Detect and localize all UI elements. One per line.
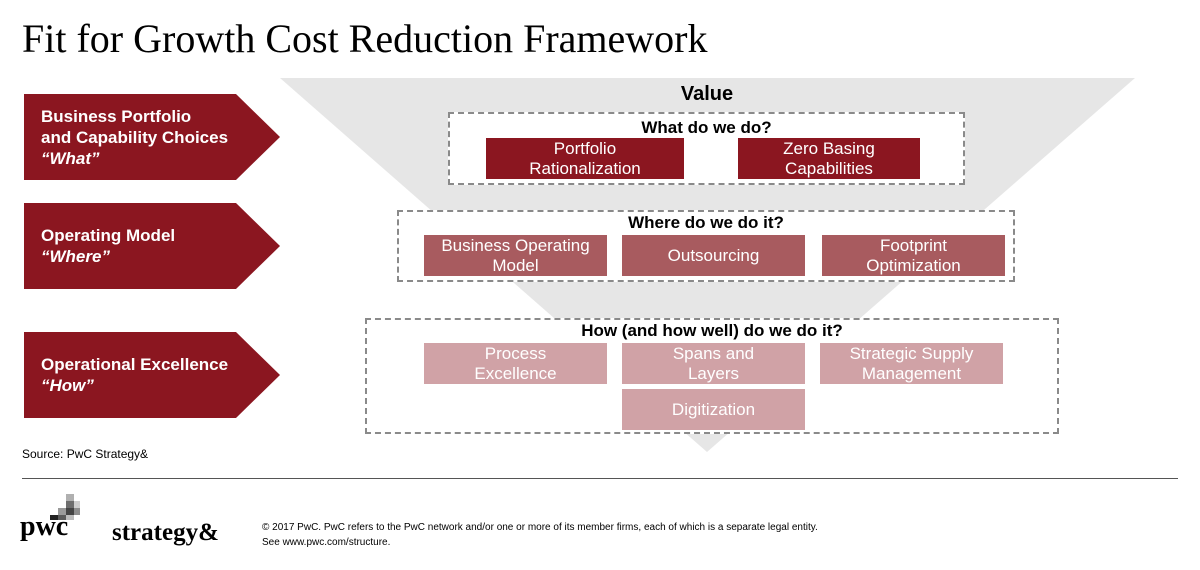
legal-notice: © 2017 PwC. PwC refers to the PwC networ… (262, 520, 818, 550)
box-line: Digitization (671, 399, 756, 419)
chevron-what: Business Portfolio and Capability Choice… (24, 94, 282, 180)
box-line: Excellence (474, 363, 557, 383)
chevron-where-line-1: Operating Model (41, 226, 176, 245)
chevron-how-line-1: Operational Excellence (41, 355, 229, 374)
chevron-how: Operational Excellence “How” (24, 332, 282, 418)
box-line: Business Operating (441, 235, 590, 255)
box-line: Outsourcing (667, 245, 760, 265)
chevron-what-line-1: Business Portfolio (41, 106, 192, 126)
chevron-how-sub: “How” (41, 376, 94, 395)
box-line: Capabilities (785, 158, 873, 178)
funnel-label: Value (680, 83, 734, 105)
chevron-shape (24, 203, 280, 289)
source-note: Source: PwC Strategy& (22, 447, 149, 461)
box-line: Process (484, 343, 547, 363)
chevron-what-sub: “What” (41, 148, 100, 168)
group-where-question: Where do we do it? (628, 213, 784, 232)
box-line: Footprint (879, 235, 948, 255)
pwc-logo-mark (50, 494, 80, 520)
group-what-question: What do we do? (641, 118, 772, 137)
pwc-logo: pwc (20, 511, 69, 542)
strategy-logo: strategy& (112, 519, 219, 546)
chevron-shape (24, 332, 280, 418)
box-line: Strategic Supply (849, 343, 974, 363)
group-how-question: How (and how well) do we do it? (581, 321, 843, 340)
box-line: Management (861, 363, 962, 383)
chevron-where-sub: “Where” (41, 247, 110, 266)
box-line: Zero Basing (783, 138, 875, 158)
chevron-what-line-2: and Capability Choices (41, 127, 229, 147)
box-line: Optimization (866, 255, 961, 275)
page-title: Fit for Growth Cost Reduction Framework (22, 16, 708, 61)
chevron-where: Operating Model “Where” (24, 203, 282, 289)
box-digitization: Digitization (622, 389, 805, 430)
box-line: Spans and (672, 343, 755, 363)
chevron-shape (24, 94, 280, 180)
box-outsourcing: Outsourcing (622, 235, 805, 276)
box-line: Layers (687, 363, 739, 383)
box-line: Portfolio (553, 138, 617, 158)
legal-line-1: © 2017 PwC. PwC refers to the PwC networ… (262, 522, 818, 533)
footer-divider (22, 478, 1178, 479)
legal-line-2: See www.pwc.com/structure. (262, 537, 391, 548)
box-line: Model (492, 255, 539, 275)
box-line: Rationalization (529, 158, 641, 178)
